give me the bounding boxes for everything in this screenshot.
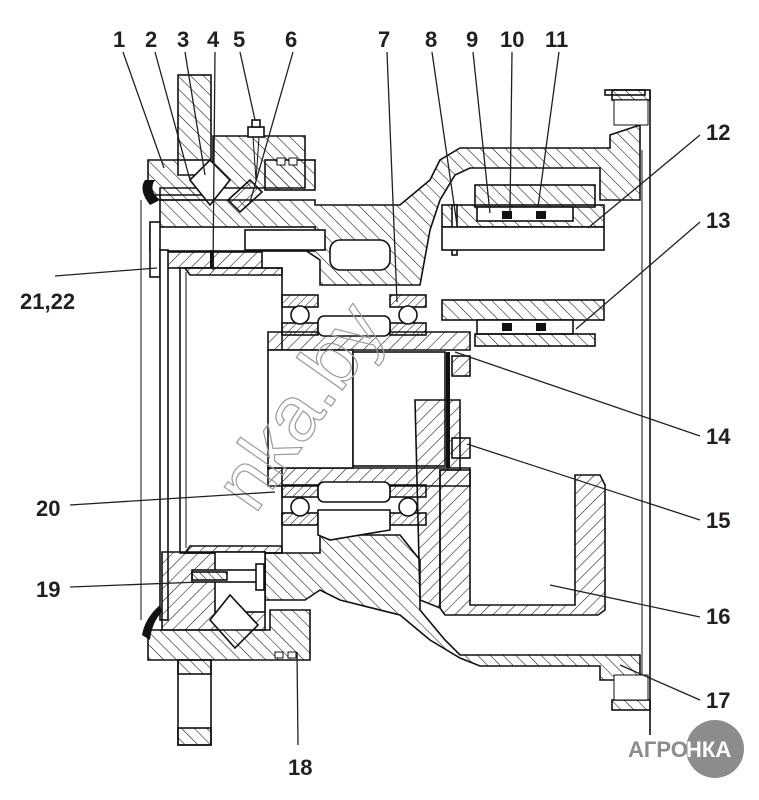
callout-10: 10 <box>500 27 524 52</box>
callout-19: 19 <box>36 577 60 602</box>
callout-labels: 1 2 3 4 5 6 7 8 9 10 11 12 13 14 15 16 1… <box>20 27 731 780</box>
callout-16: 16 <box>706 604 730 629</box>
ball-bearing-right-top <box>389 294 427 336</box>
callout-4: 4 <box>207 27 220 52</box>
logo-right-text: НКА <box>686 737 731 762</box>
callout-17: 17 <box>706 688 730 713</box>
pin-washer-row <box>161 250 263 270</box>
lower-mounting-flange <box>177 659 212 746</box>
callout-3: 3 <box>177 27 189 52</box>
right-flange <box>604 89 651 735</box>
planet-gear-upper <box>441 184 605 256</box>
brake-drum <box>159 249 283 621</box>
hub-sleeve <box>267 315 471 503</box>
callout-13: 13 <box>706 208 730 233</box>
logo-left-text: АГРО <box>628 737 688 762</box>
callout-5: 5 <box>233 27 245 52</box>
callout-2: 2 <box>145 27 157 52</box>
lip-seal-upper <box>142 180 160 205</box>
housing-lower <box>264 509 641 681</box>
set-screw <box>191 563 265 591</box>
leader-lines <box>54 51 701 746</box>
callout-14: 14 <box>706 424 731 449</box>
callout-9: 9 <box>466 27 478 52</box>
callout-1: 1 <box>113 27 125 52</box>
upper-bearing-race <box>159 135 316 214</box>
ball-bearing-left-bottom <box>281 484 319 526</box>
callout-20: 20 <box>36 496 60 521</box>
planet-gear-lower <box>441 299 605 347</box>
planet-carrier <box>414 399 606 616</box>
logo-circle <box>686 720 744 778</box>
callout-21-22: 21,22 <box>20 289 75 314</box>
callout-12: 12 <box>706 120 730 145</box>
callout-15: 15 <box>706 508 730 533</box>
callout-18: 18 <box>288 755 312 780</box>
callout-6: 6 <box>285 27 297 52</box>
agronka-logo: АГРО НКА <box>628 720 744 778</box>
callout-11: 11 <box>545 27 568 52</box>
lip-seal-lower <box>142 605 162 640</box>
callout-8: 8 <box>425 27 437 52</box>
callout-7: 7 <box>378 27 390 52</box>
